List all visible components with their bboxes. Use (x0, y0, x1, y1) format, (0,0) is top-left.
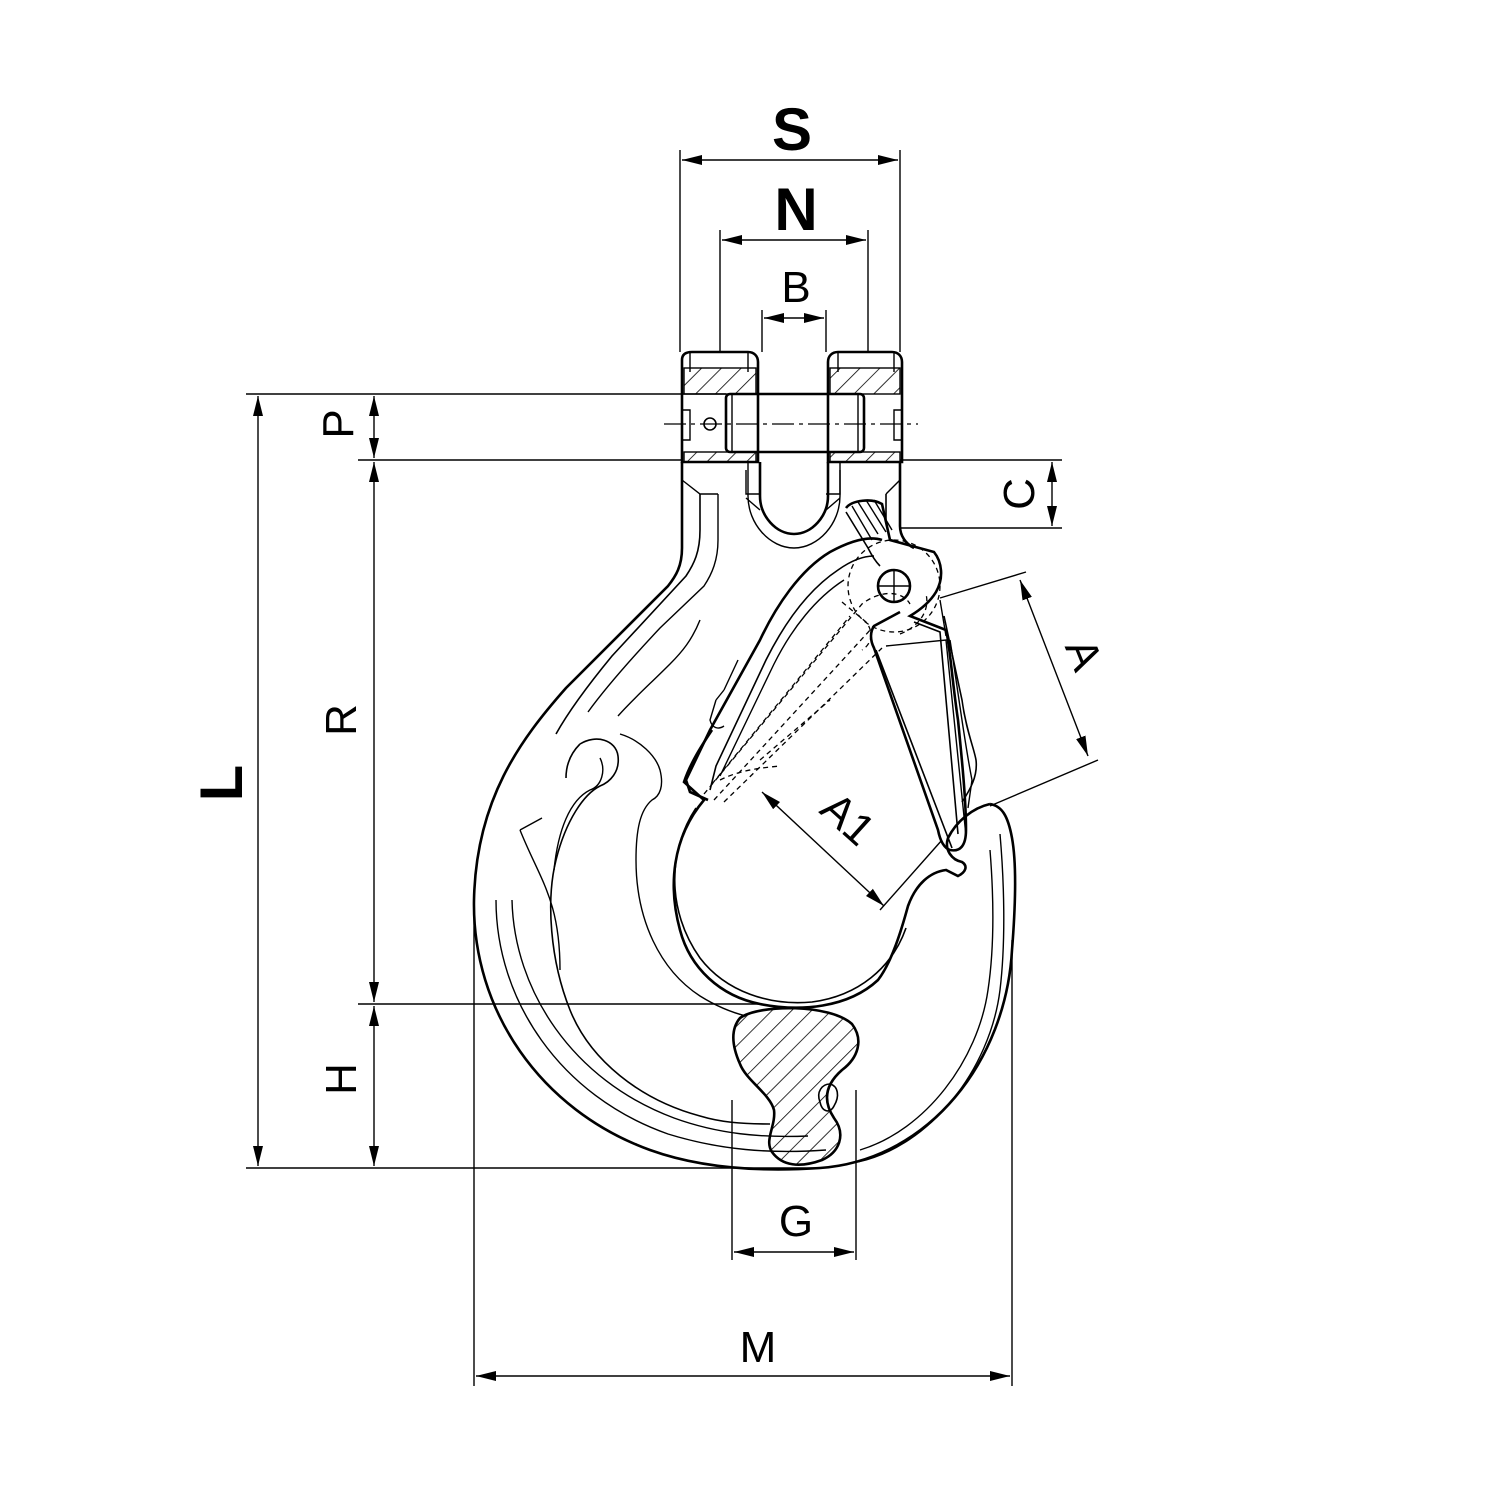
dim-label-B: B (781, 263, 810, 312)
dim-label-A1: A1 (811, 783, 884, 855)
dim-label-R: R (317, 704, 366, 736)
dim-label-P: P (314, 409, 363, 438)
dim-label-A: A (1055, 632, 1112, 678)
clevis-head (664, 350, 918, 549)
dim-label-N: N (774, 176, 817, 243)
dimension-lines (253, 155, 1089, 1381)
dimension-labels: S N B P C L R H A A1 G M (188, 96, 1112, 1372)
safety-latch (684, 499, 978, 852)
dim-label-C: C (995, 478, 1044, 510)
dim-label-H: H (317, 1063, 366, 1095)
dim-label-S: S (772, 96, 812, 163)
extension-lines (246, 150, 1099, 1386)
dim-label-G: G (779, 1197, 813, 1246)
dim-label-M: M (740, 1323, 777, 1372)
dim-label-L: L (188, 765, 255, 802)
